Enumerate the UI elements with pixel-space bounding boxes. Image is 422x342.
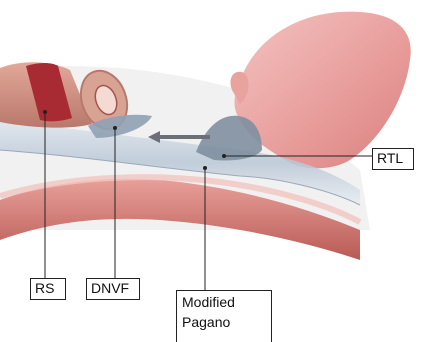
label-rs: RS (30, 278, 66, 300)
label-modified-pagano: Modified Pagano (176, 290, 272, 342)
label-dnvf: DNVF (86, 278, 140, 300)
dot-rtl (222, 154, 226, 158)
dot-rs (43, 110, 47, 114)
label-rtl: RTL (372, 148, 414, 170)
dot-modified-pagano (203, 166, 207, 170)
dot-dnvf (113, 126, 117, 130)
